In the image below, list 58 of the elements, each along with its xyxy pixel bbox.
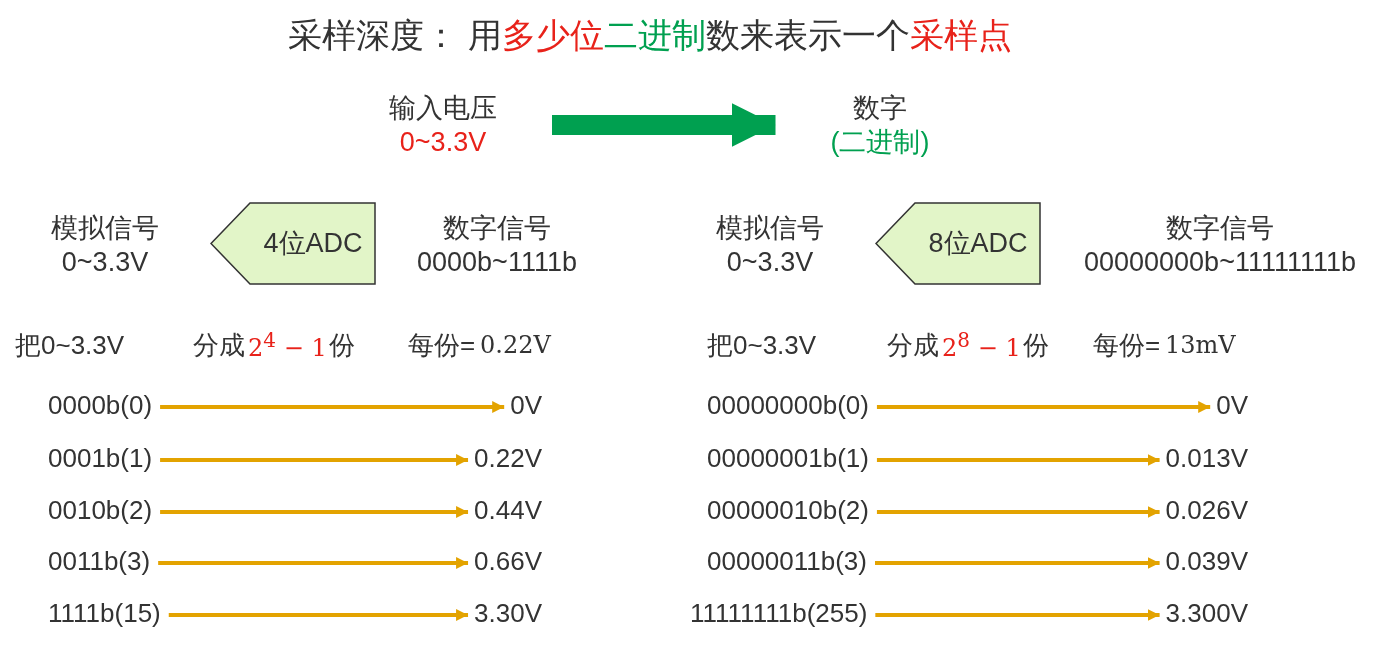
binary-code-text: 00000011b(3) (707, 545, 867, 577)
binary-code-text: 0010b(2) (48, 494, 153, 526)
voltage-text: 0.013V (1165, 442, 1248, 474)
note-text: 份 (1023, 328, 1049, 362)
arrow (876, 454, 1160, 466)
voltage-text: 0V (510, 389, 542, 421)
value-text: 00000000b~11111111b (1084, 246, 1356, 279)
value-text: 0~3.3V (60, 246, 150, 279)
binary-code-text: 0001b(1) (48, 442, 153, 474)
arrow (160, 401, 505, 413)
arrow (160, 506, 469, 518)
note-text: 份 (329, 328, 355, 362)
arrow (876, 506, 1160, 518)
heading-text: 模拟信号 (51, 212, 159, 245)
heading-text: 模拟信号 (716, 212, 824, 245)
voltage-text: 3.30V (474, 597, 542, 629)
voltage-text: 0.44V (474, 494, 542, 526)
note-text: 分成 (193, 328, 245, 362)
arrow (160, 454, 469, 466)
note-text: 把0~3.3V (707, 328, 817, 362)
binary-code-text: 0000b(0) (48, 389, 153, 421)
formula-text: 13mV (1165, 331, 1236, 359)
note-text: 每份= (408, 328, 476, 362)
voltage-text: 0V (1216, 389, 1248, 421)
formula-text: 2$^{8}$ − 1 (942, 328, 1021, 362)
heading-text: 数字 (852, 92, 908, 125)
value-text: (二进制) (830, 126, 930, 159)
note-text: 分成 (887, 328, 939, 362)
voltage-text: 0.66V (474, 545, 542, 577)
arrow (875, 557, 1160, 569)
value-text: 0000b~1111b (417, 246, 577, 279)
heading-text: 输入电压 (389, 92, 497, 125)
binary-code-text: 00000001b(1) (707, 442, 869, 474)
binary-code-text: 1111b(15) (48, 597, 161, 629)
formula-text: 2$^{4}$ − 1 (248, 328, 327, 362)
heading-text: 数字信号 (442, 212, 552, 245)
title: 采样深度： 用多少位二进制数来表示一个采样点 (288, 15, 1012, 56)
adc-block: 4位ADC (210, 201, 376, 285)
arrow (168, 609, 469, 621)
note-text: 把0~3.3V (15, 328, 125, 362)
arrow (552, 103, 776, 147)
adc-block: 8位ADC (875, 201, 1041, 285)
arrow (876, 401, 1211, 413)
voltage-text: 0.026V (1165, 494, 1248, 526)
note-text: 每份= (1093, 328, 1161, 362)
binary-code-text: 00000010b(2) (707, 494, 869, 526)
voltage-text: 0.039V (1165, 545, 1248, 577)
value-text: 0~3.3V (398, 126, 488, 159)
arrow (158, 557, 469, 569)
binary-code-text: 11111111b(255) (690, 597, 868, 629)
binary-code-text: 00000000b(0) (707, 389, 869, 421)
arrow (875, 609, 1160, 621)
binary-code-text: 0011b(3) (48, 545, 151, 577)
value-text: 0~3.3V (725, 246, 815, 279)
voltage-text: 3.300V (1165, 597, 1248, 629)
voltage-text: 0.22V (474, 442, 542, 474)
heading-text: 数字信号 (1165, 212, 1275, 245)
formula-text: 0.22V (480, 331, 551, 359)
